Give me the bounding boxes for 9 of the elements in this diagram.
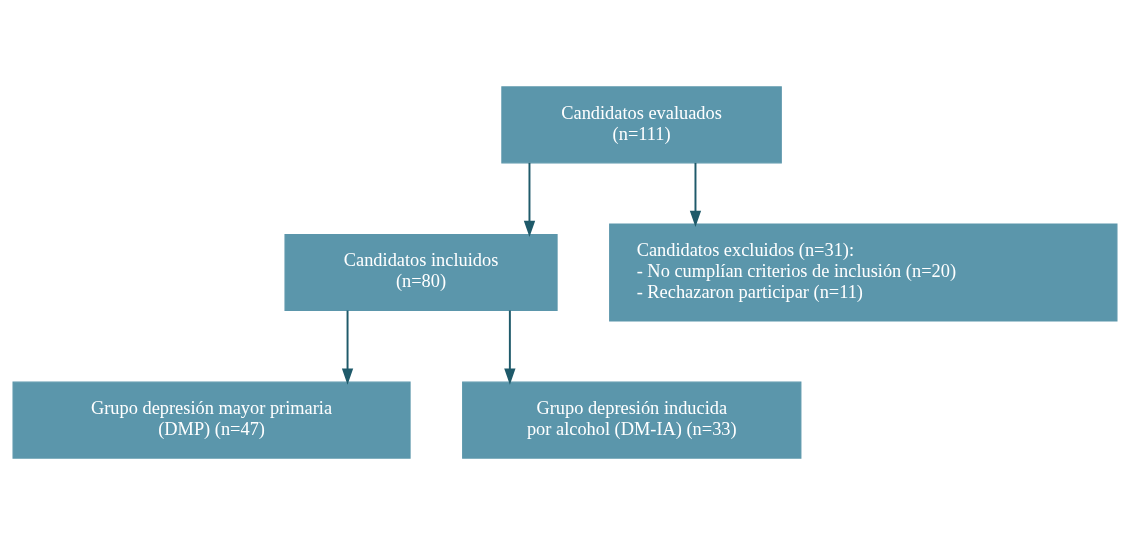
node-box: Grupo depresión mayor primaria (DMP) (n=47) xyxy=(12,381,411,459)
node-box: Candidatos evaluados (n=111) xyxy=(501,85,782,163)
arrow xyxy=(341,309,354,385)
arrow xyxy=(523,161,536,237)
node-box: Candidatos incluidos (n=80) xyxy=(284,233,558,311)
arrow xyxy=(504,309,516,385)
node-box: Grupo depresión inducida por alcohol (DM-IA) (n=33) xyxy=(462,381,802,459)
node-box: Candidatos excluidos (n=31): - No cumplían criterios de inclusión (n=20) - Rechazaron participar (n=11) xyxy=(609,223,1118,321)
arrow xyxy=(689,161,702,227)
